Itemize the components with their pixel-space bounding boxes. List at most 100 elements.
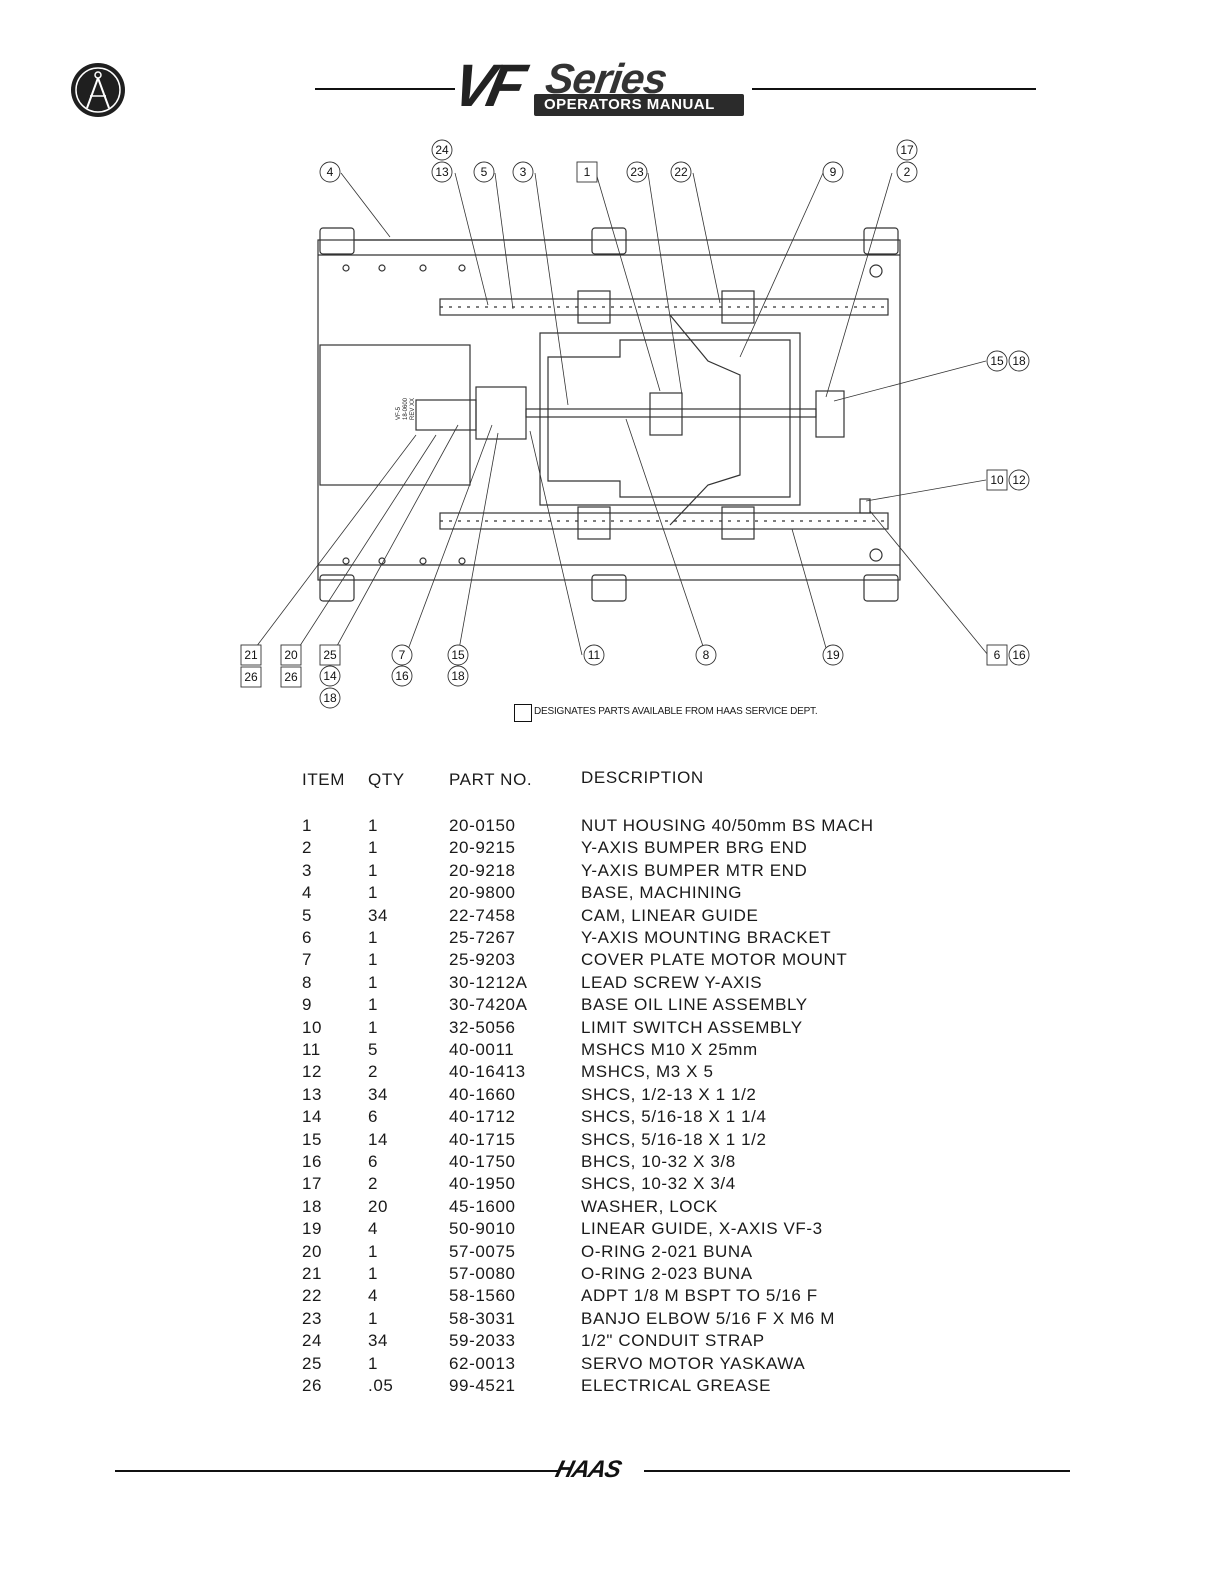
cell-part: 62-0013 — [449, 1353, 516, 1373]
callout-label: 22 — [674, 165, 688, 179]
cell-part: 59-2033 — [449, 1331, 516, 1351]
cell-desc: LIMIT SWITCH ASSEMBLY — [581, 1017, 803, 1037]
cell-qty: 34 — [368, 1084, 389, 1104]
cell-item: 9 — [302, 995, 313, 1015]
cell-desc: O-RING 2-023 BUNA — [581, 1264, 753, 1283]
cell-desc: MSHCS, M3 X 5 — [581, 1062, 714, 1082]
callout-label: 20 — [284, 648, 298, 662]
cell-qty: 1 — [368, 1264, 379, 1283]
cell-qty: 14 — [368, 1129, 389, 1149]
cell-qty: 1 — [368, 838, 379, 858]
callout-label: 14 — [323, 669, 337, 683]
cell-qty: 1 — [368, 1241, 379, 1261]
callout-label: 10 — [990, 473, 1004, 487]
drafting-compass-icon — [71, 63, 125, 117]
cell-qty: 34 — [368, 1331, 389, 1351]
callout-label: 16 — [395, 669, 409, 683]
cell-part: 99-4521 — [449, 1376, 516, 1395]
header-qty: QTY — [368, 770, 405, 789]
header-description: DESCRIPTION — [581, 768, 704, 787]
cell-item: 2 — [302, 838, 313, 858]
callout-label: 12 — [1012, 473, 1026, 487]
footer-rule-left — [115, 1470, 560, 1472]
cell-desc: LINEAR GUIDE, X-AXIS VF-3 — [581, 1219, 823, 1239]
callout-label: 15 — [990, 354, 1004, 368]
cell-qty: 1 — [368, 995, 379, 1015]
cell-part: 40-16413 — [449, 1062, 526, 1082]
cell-desc: CAM, LINEAR GUIDE — [581, 905, 759, 925]
callout-label: 17 — [900, 143, 914, 157]
cell-qty: 1 — [368, 1353, 379, 1373]
callout-label: 9 — [830, 165, 837, 179]
cell-qty: 4 — [368, 1219, 379, 1239]
cell-qty: 1 — [368, 1017, 379, 1037]
cell-part: 20-9218 — [449, 860, 516, 880]
cell-qty: 2 — [368, 1062, 379, 1082]
cell-part: 22-7458 — [449, 905, 516, 925]
callout-label: 24 — [435, 143, 449, 157]
callout-label: 1 — [584, 165, 591, 179]
base-plate-label: VF-518-0600REV XX — [396, 397, 416, 420]
callout-label: 26 — [244, 670, 258, 684]
cell-desc: COVER PLATE MOTOR MOUNT — [581, 950, 848, 970]
footer-rule-right — [644, 1470, 1070, 1472]
header-rule-left — [315, 88, 455, 90]
callout-label: 18 — [323, 691, 337, 705]
cell-part: 57-0075 — [449, 1241, 516, 1261]
cell-item: 15 — [302, 1129, 323, 1149]
callout-label: 6 — [994, 648, 1001, 662]
callout-label: 3 — [520, 165, 527, 179]
cell-item: 14 — [302, 1107, 323, 1127]
cell-part: 58-1560 — [449, 1286, 516, 1306]
cell-desc: 1/2" CONDUIT STRAP — [581, 1331, 765, 1351]
cell-part: 20-9215 — [449, 838, 516, 858]
cell-desc: WASHER, LOCK — [581, 1196, 718, 1216]
logo-subtitle-bar — [534, 94, 744, 116]
callout-label: 13 — [435, 165, 449, 179]
cell-desc: SHCS, 5/16-18 X 1 1/2 — [581, 1129, 767, 1149]
callout-label: 4 — [327, 165, 334, 179]
cell-qty: 4 — [368, 1286, 379, 1306]
cell-part: 20-9800 — [449, 883, 516, 903]
callout-label: 16 — [1012, 648, 1026, 662]
cell-qty: 1 — [368, 972, 379, 992]
cell-item: 18 — [302, 1196, 323, 1216]
cell-item: 11 — [302, 1040, 321, 1059]
callout-label: 7 — [399, 648, 406, 662]
cell-item: 21 — [302, 1264, 323, 1283]
cell-item: 25 — [302, 1353, 323, 1373]
cell-qty: 1 — [368, 1308, 379, 1328]
cell-qty: 6 — [368, 1107, 379, 1127]
cell-item: 10 — [302, 1017, 323, 1037]
cell-qty: 6 — [368, 1152, 379, 1171]
callout-label: 18 — [1012, 354, 1026, 368]
logo-series-text: Series — [542, 55, 670, 102]
cell-item: 17 — [302, 1174, 323, 1194]
cell-item: 12 — [302, 1062, 323, 1082]
cell-item: 24 — [302, 1331, 323, 1351]
header-rule-right — [752, 88, 1036, 90]
cell-item: 4 — [302, 883, 313, 903]
cell-desc: SHCS, 10-32 X 3/4 — [581, 1174, 736, 1194]
cell-part: 40-1715 — [449, 1129, 516, 1149]
cell-qty: 1 — [368, 950, 379, 970]
callout-label: 25 — [323, 648, 337, 662]
cell-part: 32-5056 — [449, 1017, 516, 1037]
cell-desc: BANJO ELBOW 5/16 F X M6 M — [581, 1308, 836, 1328]
cell-item: 7 — [302, 950, 313, 970]
callout-label: 5 — [481, 165, 488, 179]
cell-desc: SHCS, 1/2-13 X 1 1/2 — [581, 1084, 757, 1104]
cell-item: 20 — [302, 1241, 323, 1261]
cell-part: 50-9010 — [449, 1219, 516, 1239]
cell-desc: SERVO MOTOR YASKAWA — [581, 1353, 806, 1373]
cell-qty: 1 — [368, 928, 379, 947]
callout-label: 18 — [451, 669, 465, 683]
callout-label: 8 — [703, 648, 710, 662]
callout-label: 21 — [244, 648, 258, 662]
service-part-legend-box — [514, 704, 532, 722]
cell-part: 30-7420A — [449, 995, 528, 1015]
cell-desc: NUT HOUSING 40/50mm BS MACH — [581, 816, 874, 835]
cell-part: 40-1712 — [449, 1107, 516, 1127]
cell-qty: .05 — [368, 1376, 394, 1395]
base-assembly-diagram: VF-518-0600REV XX — [240, 139, 1030, 709]
